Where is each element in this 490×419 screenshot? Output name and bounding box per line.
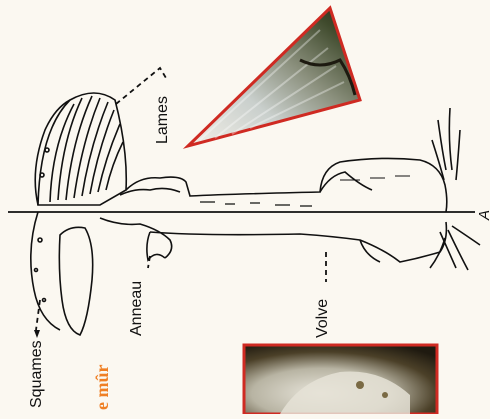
lames-label: Lames [154,96,172,144]
mushroom-photo [244,345,437,414]
leader-markers [34,330,40,338]
axis-label: A [476,210,490,220]
squames-label: Squames [28,340,46,408]
volve-label: Volve [314,299,332,338]
anneau-label: Anneau [128,281,146,336]
gills-closeup-photo [188,8,360,146]
stem-section-drawing [100,218,480,270]
partial-caption-text: e mûr [92,365,113,410]
cap-drawing [31,93,126,335]
